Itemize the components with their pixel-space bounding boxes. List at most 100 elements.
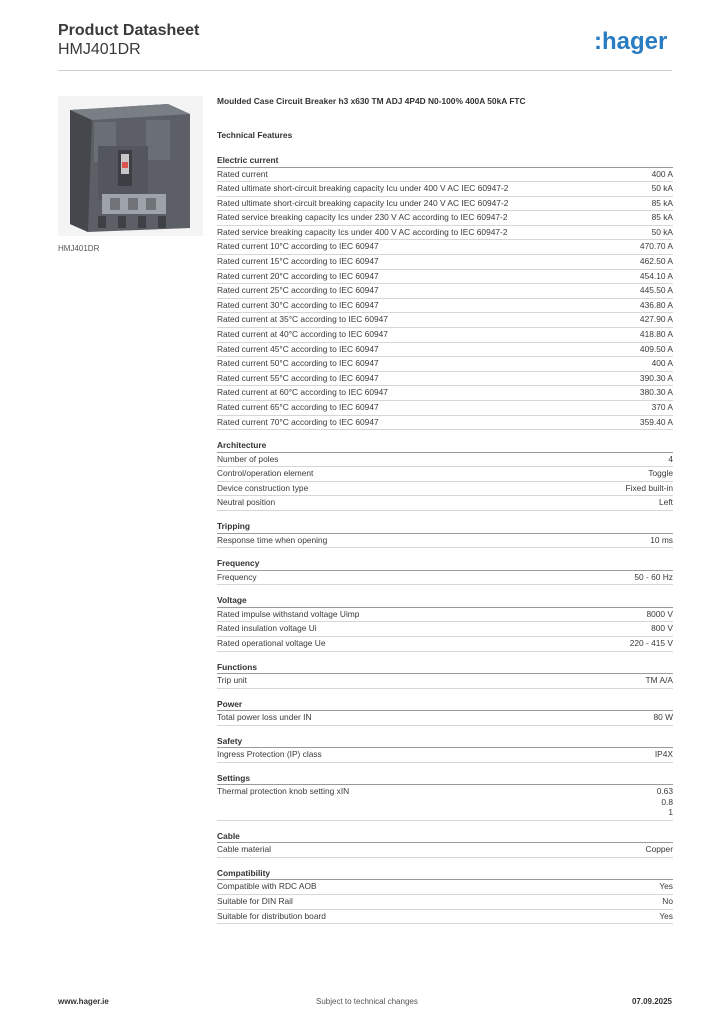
spec-value: Yes — [659, 910, 673, 921]
spec-label: Rated service breaking capacity Ics unde… — [217, 212, 508, 223]
spec-label: Suitable for DIN Rail — [217, 896, 293, 906]
spec-label: Rated current at 35°C according to IEC 6… — [217, 314, 388, 325]
spec-value: 445.50 A — [639, 285, 673, 296]
spec-value: Left — [659, 497, 673, 508]
spec-row: Rated ultimate short-circuit breaking ca… — [217, 182, 673, 197]
spec-content: Moulded Case Circuit Breaker h3 x630 TM … — [217, 94, 673, 925]
spec-row: Rated current 70°C according to IEC 6094… — [217, 416, 673, 431]
spec-row: Suitable for DIN Rail No — [217, 895, 673, 910]
spec-row: Rated current 20°C according to IEC 6094… — [217, 270, 673, 285]
spec-row: Rated current 10°C according to IEC 6094… — [217, 240, 673, 256]
section-title: Settings — [217, 772, 673, 786]
spec-label: Number of poles — [217, 453, 279, 464]
spec-label: Control/operation element — [217, 468, 314, 479]
spec-label: Rated service breaking capacity Ics unde… — [217, 226, 508, 237]
spec-value: 50 - 60 Hz — [634, 571, 673, 582]
spec-value: TM A/A — [645, 675, 673, 686]
spec-value: 462.50 A — [639, 256, 673, 267]
spec-label: Rated insulation voltage Ui — [217, 623, 317, 634]
spec-label: Rated current 65°C according to IEC 6094… — [217, 402, 379, 412]
spec-value: 418.80 A — [639, 329, 673, 340]
spec-row: Rated service breaking capacity Ics unde… — [217, 211, 673, 226]
section-title: Functions — [217, 661, 673, 675]
spec-value: 427.90 A — [639, 314, 673, 325]
spec-row: Rated current 30°C according to IEC 6094… — [217, 299, 673, 314]
spec-label: Rated current 70°C according to IEC 6094… — [217, 416, 379, 427]
spec-label: Rated current 30°C according to IEC 6094… — [217, 299, 379, 310]
section-title: Frequency — [217, 557, 673, 571]
spec-label: Rated current — [217, 168, 268, 179]
spec-row: Rated current 65°C according to IEC 6094… — [217, 401, 673, 416]
spec-row: Rated current 55°C according to IEC 6094… — [217, 372, 673, 387]
spec-label: Rated current 20°C according to IEC 6094… — [217, 270, 379, 281]
product-image — [58, 96, 203, 236]
spec-label: Rated ultimate short-circuit breaking ca… — [217, 197, 509, 208]
spec-label: Frequency — [217, 571, 257, 582]
header-divider — [58, 70, 672, 71]
product-description: Moulded Case Circuit Breaker h3 x630 TM … — [217, 96, 526, 106]
spec-label: Rated impulse withstand voltage Uimp — [217, 608, 360, 619]
spec-label: Rated current 55°C according to IEC 6094… — [217, 372, 379, 383]
spec-value: 370 A — [651, 402, 673, 412]
spec-value: 400 A — [651, 168, 673, 179]
spec-row: Rated service breaking capacity Ics unde… — [217, 226, 673, 241]
spec-value: 8000 V — [646, 608, 673, 619]
spec-row: Rated current at 40°C according to IEC 6… — [217, 328, 673, 343]
section-title: Electric current — [217, 154, 673, 168]
spec-row: Frequency 50 - 60 Hz — [217, 571, 673, 586]
spec-value: 50 kA — [651, 226, 673, 237]
section-title: Compatibility — [217, 867, 673, 881]
image-caption: HMJ401DR — [58, 244, 100, 253]
spec-value: Copper — [645, 844, 673, 855]
spec-value: 436.80 A — [639, 299, 673, 310]
spec-row: Rated current at 60°C according to IEC 6… — [217, 386, 673, 401]
spec-label: Suitable for distribution board — [217, 910, 326, 921]
spec-value-line: 0.8 — [661, 796, 673, 807]
spec-value-line: 1 — [668, 807, 673, 818]
spec-value: 359.40 A — [639, 416, 673, 427]
page-header: Product Datasheet HMJ401DR — [58, 22, 199, 60]
section-title: Architecture — [217, 439, 673, 453]
spec-value: Yes — [659, 881, 673, 892]
spec-label: Ingress Protection (IP) class — [217, 749, 322, 760]
spec-label: Rated current 45°C according to IEC 6094… — [217, 343, 379, 354]
spec-value: 400 A — [651, 358, 673, 369]
spec-row: Rated current 45°C according to IEC 6094… — [217, 343, 673, 358]
footer-notice: Subject to technical changes — [316, 997, 418, 1006]
spec-label: Rated current at 40°C according to IEC 6… — [217, 329, 388, 340]
spec-value-line: 0.63 — [656, 786, 673, 797]
footer-website[interactable]: www.hager.ie — [58, 997, 109, 1006]
spec-row: Rated current 50°C according to IEC 6094… — [217, 357, 673, 372]
spec-value: No — [662, 896, 673, 906]
spec-label: Rated current at 60°C according to IEC 6… — [217, 387, 388, 398]
section-title: Tripping — [217, 520, 673, 534]
technical-features-title: Technical Features — [217, 130, 293, 140]
spec-label: Rated current 10°C according to IEC 6094… — [217, 241, 379, 252]
spec-value: Fixed built-in — [625, 482, 673, 493]
spec-value: 80 W — [653, 712, 673, 723]
spec-row: Rated current 400 A — [217, 168, 673, 183]
page-title: Product Datasheet — [58, 22, 200, 39]
spec-label: Response time when opening — [217, 534, 328, 545]
